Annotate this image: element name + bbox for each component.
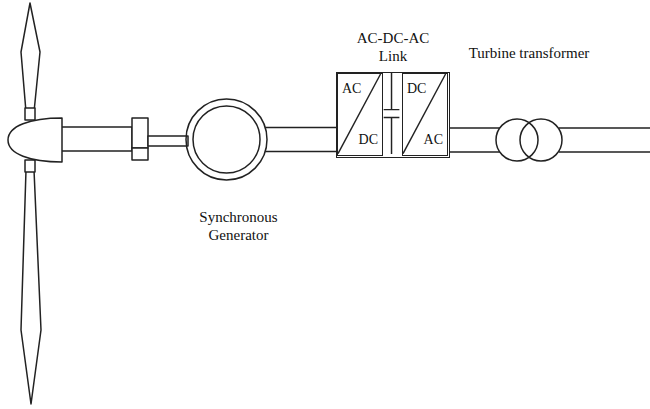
port-label: AC	[342, 80, 361, 98]
generator-label: Synchronous Generator	[191, 208, 287, 244]
transformer-symbol-outline	[495, 118, 563, 162]
port-label: DC	[407, 80, 426, 98]
power-line	[450, 128, 500, 152]
port-label: DC	[359, 131, 378, 149]
power-line	[265, 128, 336, 152]
generator-circle-outline	[185, 98, 268, 181]
grid-line	[559, 128, 650, 152]
rectifier-box: AC DC	[337, 73, 383, 156]
port-label: AC	[424, 131, 443, 149]
transformer-label: Turbine transformer	[469, 44, 590, 62]
inverter-box: DC AC	[402, 73, 448, 156]
generator-circle: Synchronous Generator	[185, 98, 268, 181]
converter-label: AC-DC-AC Link	[350, 29, 436, 65]
converter-box: AC-DC-AC LinkACDCDCAC	[336, 72, 450, 158]
transformer-symbol: Turbine transformer	[495, 118, 563, 162]
